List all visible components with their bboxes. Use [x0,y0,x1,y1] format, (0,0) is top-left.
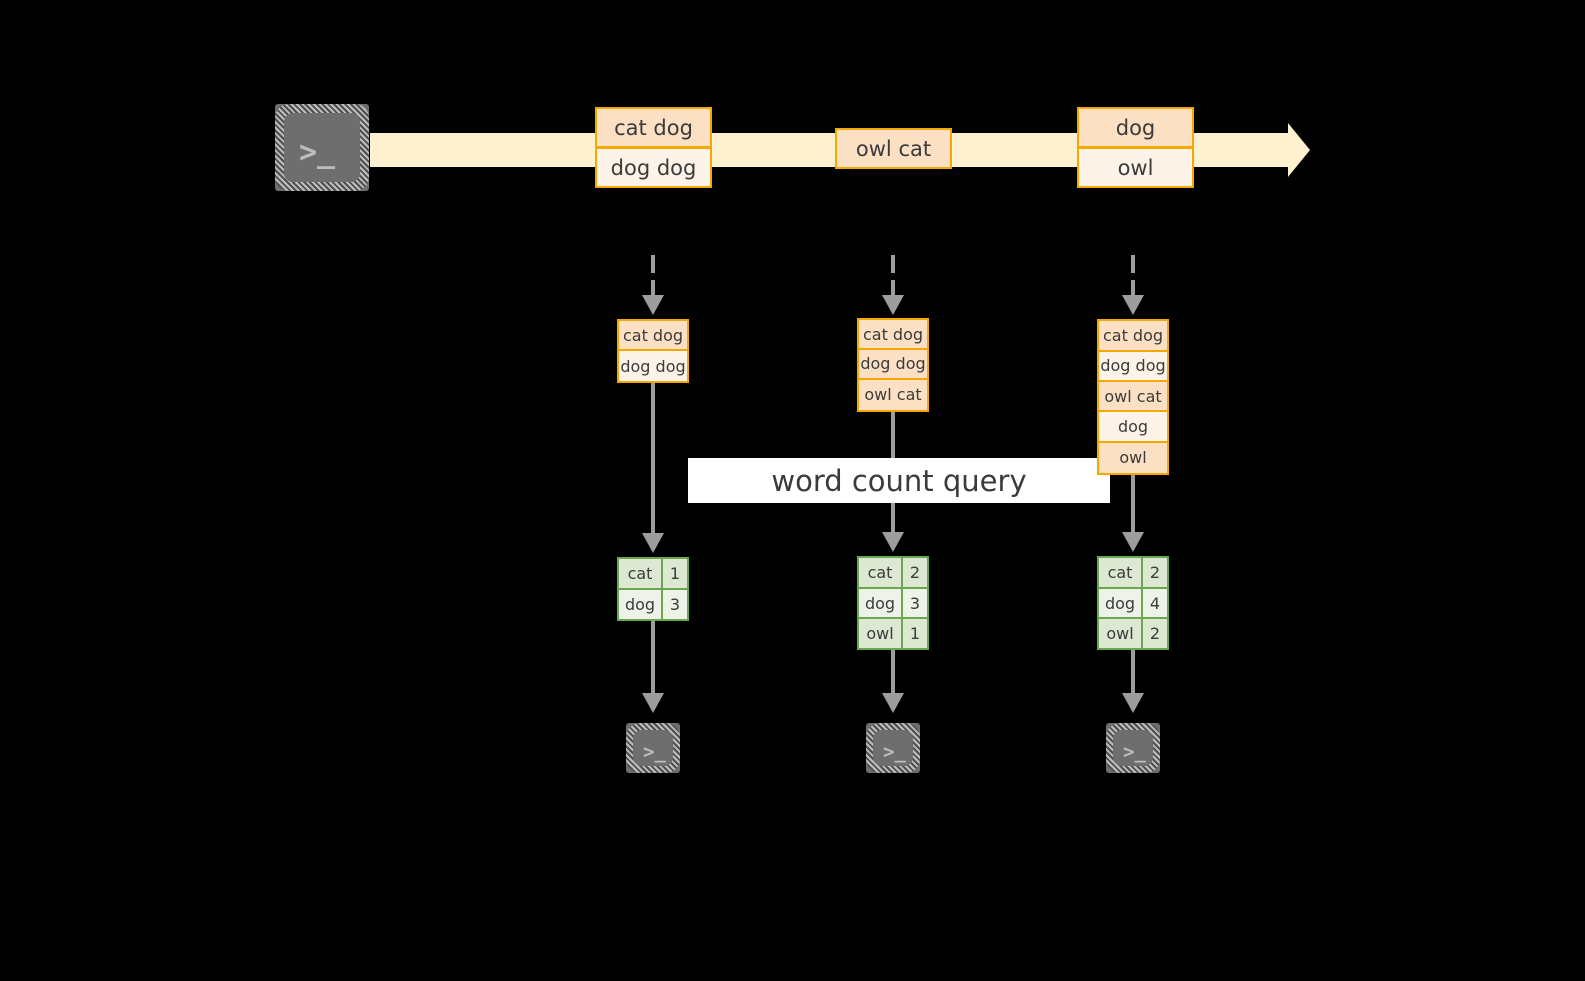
table-cell-word: owl [1099,619,1143,649]
stack-row[interactable]: cat dog [619,321,687,351]
snapshot-2-consumer-terminal-icon[interactable]: >_ [857,714,929,782]
snapshot-1-query-arrowhead-icon [642,533,664,553]
table-cell-word: dog [1099,588,1143,618]
snapshot-1-output-arrowhead-icon [642,693,664,713]
stream-record-3-line-1[interactable]: dog [1077,107,1194,148]
stack-row[interactable]: dog dog [859,350,927,380]
snapshot-3-ingest-line [1131,255,1135,297]
stream-record-3-line-2[interactable]: owl [1077,147,1194,188]
table-row[interactable]: cat 1 [619,559,687,590]
stack-row[interactable]: cat dog [1099,321,1167,352]
table-cell-word: cat [619,559,663,588]
snapshot-2-record-stack[interactable]: cat dog dog dog owl cat [857,318,929,412]
stack-row[interactable]: dog [1099,412,1167,443]
table-row[interactable]: owl 2 [1099,619,1167,649]
table-cell-count: 2 [903,558,927,587]
snapshot-2-result-table[interactable]: cat 2 dog 3 owl 1 [857,556,929,650]
stream-record-2-line-1[interactable]: owl cat [835,128,952,169]
snapshot-3-query-line [1131,475,1135,534]
snapshot-1-record-stack[interactable]: cat dog dog dog [617,319,689,383]
table-row[interactable]: dog 3 [619,590,687,619]
snapshot-3-output-arrowhead-icon [1122,693,1144,713]
table-row[interactable]: dog 3 [859,588,927,620]
stream-arrow-head-icon [1288,123,1310,177]
snapshot-3-ingest-arrowhead-icon [1122,295,1144,315]
snapshot-3-output-line [1131,650,1135,695]
table-cell-count: 1 [663,559,687,588]
stack-row[interactable]: cat dog [859,320,927,350]
snapshot-3-record-stack[interactable]: cat dog dog dog owl cat dog owl [1097,319,1169,475]
snapshot-2-ingest-arrowhead-icon [882,295,904,315]
table-cell-count: 1 [903,619,927,649]
terminal-prompt-glyph: >_ [643,741,666,763]
snapshot-1-ingest-line [651,255,655,297]
table-cell-count: 4 [1143,588,1167,618]
terminal-prompt-glyph: >_ [1123,741,1146,763]
terminal-screen [284,113,360,182]
stack-row[interactable]: owl cat [859,379,927,410]
table-cell-word: cat [1099,558,1143,587]
table-cell-count: 2 [1143,558,1167,587]
terminal-prompt-glyph: >_ [299,135,336,170]
stream-record-1-line-2[interactable]: dog dog [595,147,712,188]
table-cell-count: 3 [663,590,687,619]
word-count-query-label: word count query [688,458,1110,503]
snapshot-3-consumer-terminal-icon[interactable]: >_ [1097,714,1169,782]
stream-record-1-line-1[interactable]: cat dog [595,107,712,148]
table-cell-count: 3 [903,588,927,618]
stack-row[interactable]: owl cat [1099,381,1167,413]
snapshot-2-output-arrowhead-icon [882,693,904,713]
table-cell-word: dog [619,590,663,619]
snapshot-3-query-arrowhead-icon [1122,532,1144,552]
table-cell-word: owl [859,619,903,649]
snapshot-1-result-table[interactable]: cat 1 dog 3 [617,557,689,621]
stack-row[interactable]: owl [1099,442,1167,473]
snapshot-1-ingest-arrowhead-icon [642,295,664,315]
table-row[interactable]: owl 1 [859,619,927,649]
terminal-screen [1113,730,1153,766]
snapshot-1-query-line [651,383,655,535]
table-cell-word: dog [859,588,903,618]
terminal-screen [873,730,913,766]
snapshot-3-result-table[interactable]: cat 2 dog 4 owl 2 [1097,556,1169,650]
table-cell-word: cat [859,558,903,587]
table-row[interactable]: dog 4 [1099,588,1167,620]
stack-row[interactable]: dog dog [619,351,687,381]
snapshot-2-output-line [891,650,895,695]
producer-terminal-icon[interactable]: >_ [266,95,378,200]
snapshot-2-query-arrowhead-icon [882,532,904,552]
terminal-prompt-glyph: >_ [883,741,906,763]
snapshot-1-consumer-terminal-icon[interactable]: >_ [617,714,689,782]
terminal-screen [633,730,673,766]
table-row[interactable]: cat 2 [1099,558,1167,589]
snapshot-1-output-line [651,621,655,695]
table-cell-count: 2 [1143,619,1167,649]
snapshot-2-ingest-line [891,255,895,297]
stack-row[interactable]: dog dog [1099,351,1167,382]
table-row[interactable]: cat 2 [859,558,927,589]
